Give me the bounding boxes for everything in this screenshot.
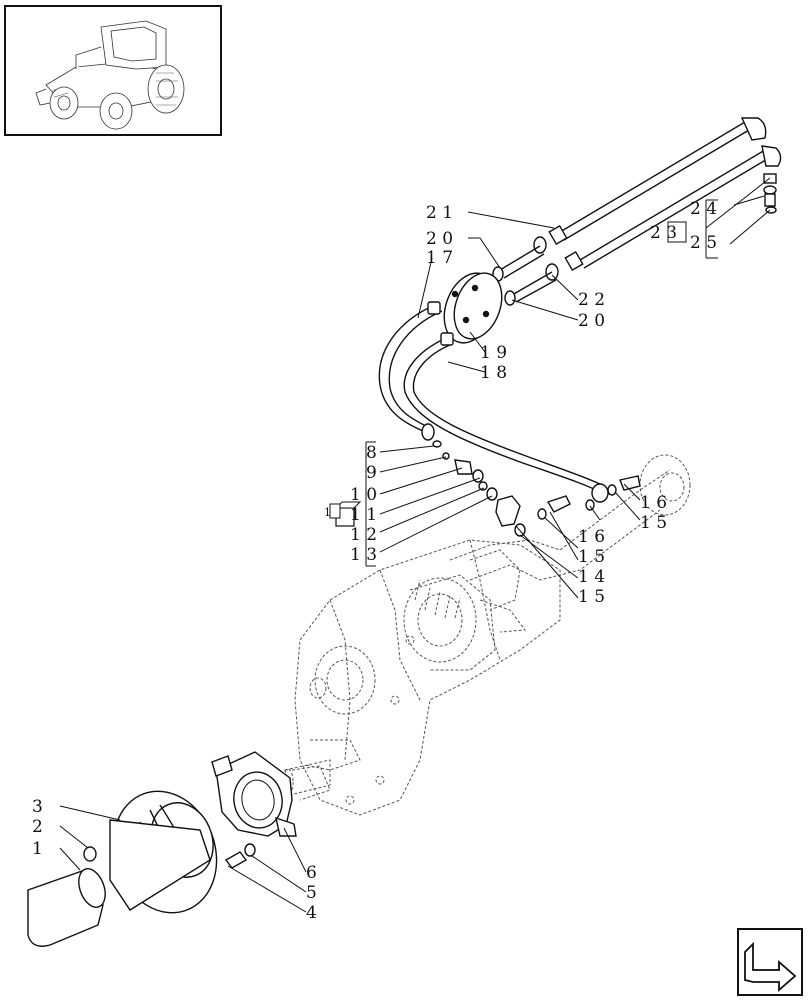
callout-10: 1 0 xyxy=(350,485,377,505)
callout-18: 1 8 xyxy=(480,363,507,383)
callout-14: 1 4 xyxy=(578,567,605,587)
bracket-8-13 xyxy=(365,441,376,567)
callout-16a: 1 6 xyxy=(640,493,667,513)
bracket-23 xyxy=(705,199,718,259)
callout-22: 2 2 xyxy=(578,290,605,310)
callout-9: 9 xyxy=(366,463,377,483)
next-page-button[interactable] xyxy=(737,928,803,996)
callout-25: 2 5 xyxy=(690,233,717,253)
callout-4: 4 xyxy=(306,903,317,923)
leader-lines xyxy=(59,177,771,913)
hydraulic-pipes xyxy=(492,117,782,306)
callout-labels: 2 1 2 0 1 7 1 9 1 8 2 2 2 0 2 4 2 3 2 5 … xyxy=(32,199,717,923)
transmission-housing-ghost xyxy=(291,454,691,816)
pto-shield-plate xyxy=(211,751,297,869)
callout-1: 1 xyxy=(32,839,43,859)
tractor-icon xyxy=(35,20,185,130)
callout-2: 2 xyxy=(32,817,43,837)
callout-21: 2 1 xyxy=(426,203,453,223)
flexible-hoses xyxy=(378,301,609,503)
flange-plate xyxy=(443,272,503,344)
fittings-group xyxy=(432,440,641,537)
pto-cap xyxy=(27,846,106,947)
callout-17: 1 7 xyxy=(426,248,453,268)
callout-6: 6 xyxy=(306,863,317,883)
next-page-arrow-icon xyxy=(744,941,797,992)
kit-box-icon xyxy=(329,501,362,527)
callout-23: 2 3 xyxy=(650,223,677,243)
callout-12: 1 2 xyxy=(350,525,377,545)
callout-16b: 1 6 xyxy=(578,527,605,547)
callout-15b: 1 5 xyxy=(578,547,605,567)
callout-19: 1 9 xyxy=(480,343,507,363)
callout-15c: 1 5 xyxy=(578,587,605,607)
callout-20a: 2 0 xyxy=(426,229,453,249)
callout-24: 2 4 xyxy=(690,199,717,219)
callout-15a: 1 5 xyxy=(640,513,667,533)
kit-badge: 1 xyxy=(324,506,331,519)
callout-5: 5 xyxy=(306,883,317,903)
tractor-thumbnail xyxy=(4,5,222,136)
callout-13: 1 3 xyxy=(350,545,377,565)
pto-guard-cone xyxy=(109,790,218,914)
callout-20b: 2 0 xyxy=(578,311,605,331)
callout-8: 8 xyxy=(366,443,377,463)
callout-11: 1 1 xyxy=(350,505,377,525)
callout-3: 3 xyxy=(32,797,43,817)
